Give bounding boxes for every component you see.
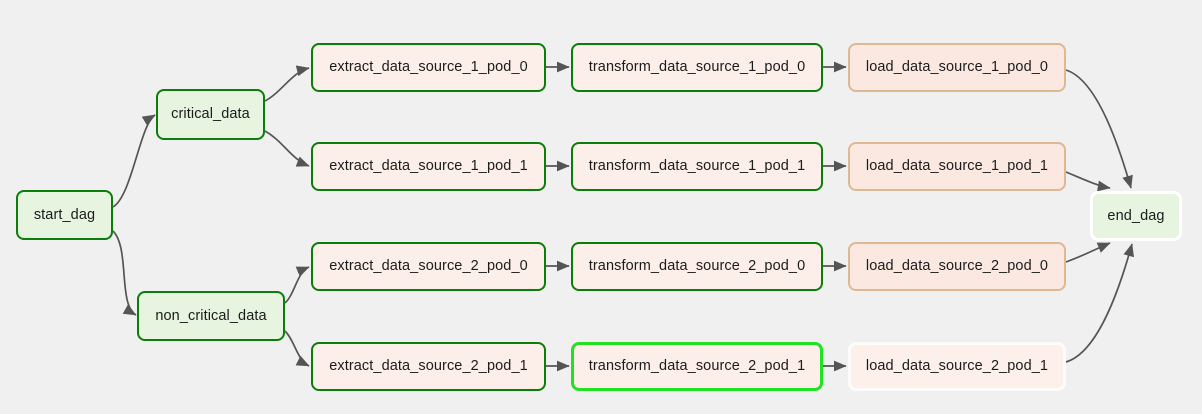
task-node-label: extract_data_source_2_pod_1: [329, 358, 528, 375]
task-node-load_data_source_2_pod_0[interactable]: load_data_source_2_pod_0: [848, 242, 1066, 291]
edge-load_data_source_1_pod_0-to-end_dag: [1065, 69, 1133, 189]
edge-non_critical_data-to-extract_data_source_2_pod_1: [284, 330, 310, 367]
task-node-label: non_critical_data: [155, 307, 267, 324]
task-node-label: transform_data_source_2_pod_1: [588, 358, 806, 375]
task-node-label: load_data_source_1_pod_0: [865, 59, 1049, 76]
task-node-label: transform_data_source_2_pod_0: [588, 258, 806, 275]
task-node-label: extract_data_source_2_pod_0: [329, 258, 528, 275]
task-node-extract_data_source_2_pod_1[interactable]: extract_data_source_2_pod_1: [311, 342, 546, 391]
task-node-label: load_data_source_1_pod_1: [865, 158, 1049, 175]
task-node-transform_data_source_2_pod_1[interactable]: transform_data_source_2_pod_1: [571, 342, 823, 391]
edge-critical_data-to-extract_data_source_1_pod_1: [264, 130, 310, 167]
task-node-label: transform_data_source_1_pod_0: [588, 59, 806, 76]
task-node-extract_data_source_2_pod_0[interactable]: extract_data_source_2_pod_0: [311, 242, 546, 291]
edge-load_data_source_1_pod_1-to-end_dag: [1065, 171, 1111, 192]
task-node-end_dag[interactable]: end_dag: [1090, 191, 1182, 241]
task-node-transform_data_source_2_pod_0[interactable]: transform_data_source_2_pod_0: [571, 242, 823, 291]
task-node-extract_data_source_1_pod_1[interactable]: extract_data_source_1_pod_1: [311, 142, 546, 191]
task-node-non_critical_data[interactable]: non_critical_data: [137, 291, 285, 341]
task-node-label: load_data_source_2_pod_0: [865, 258, 1049, 275]
edge-load_data_source_2_pod_0-to-end_dag: [1065, 242, 1111, 263]
task-node-label: transform_data_source_1_pod_1: [588, 158, 806, 175]
task-node-load_data_source_1_pod_1[interactable]: load_data_source_1_pod_1: [848, 142, 1066, 191]
edge-start_dag-to-critical_data: [112, 114, 156, 208]
task-node-load_data_source_2_pod_1[interactable]: load_data_source_2_pod_1: [848, 342, 1066, 391]
task-node-label: critical_data: [171, 106, 250, 123]
edge-start_dag-to-non_critical_data: [112, 230, 137, 316]
task-node-start_dag[interactable]: start_dag: [16, 190, 113, 240]
task-node-label: load_data_source_2_pod_1: [865, 358, 1049, 375]
task-node-label: end_dag: [1107, 207, 1165, 224]
task-node-label: extract_data_source_1_pod_0: [329, 59, 528, 76]
edge-non_critical_data-to-extract_data_source_2_pod_0: [284, 266, 310, 304]
edge-critical_data-to-extract_data_source_1_pod_0: [264, 65, 310, 102]
task-node-critical_data[interactable]: critical_data: [156, 89, 265, 140]
task-node-label: extract_data_source_1_pod_1: [329, 158, 528, 175]
task-node-load_data_source_1_pod_0[interactable]: load_data_source_1_pod_0: [848, 43, 1066, 92]
edge-load_data_source_2_pod_1-to-end_dag: [1065, 243, 1134, 363]
task-node-label: start_dag: [33, 206, 96, 223]
task-node-extract_data_source_1_pod_0[interactable]: extract_data_source_1_pod_0: [311, 43, 546, 92]
task-node-transform_data_source_1_pod_0[interactable]: transform_data_source_1_pod_0: [571, 43, 823, 92]
task-node-transform_data_source_1_pod_1[interactable]: transform_data_source_1_pod_1: [571, 142, 823, 191]
